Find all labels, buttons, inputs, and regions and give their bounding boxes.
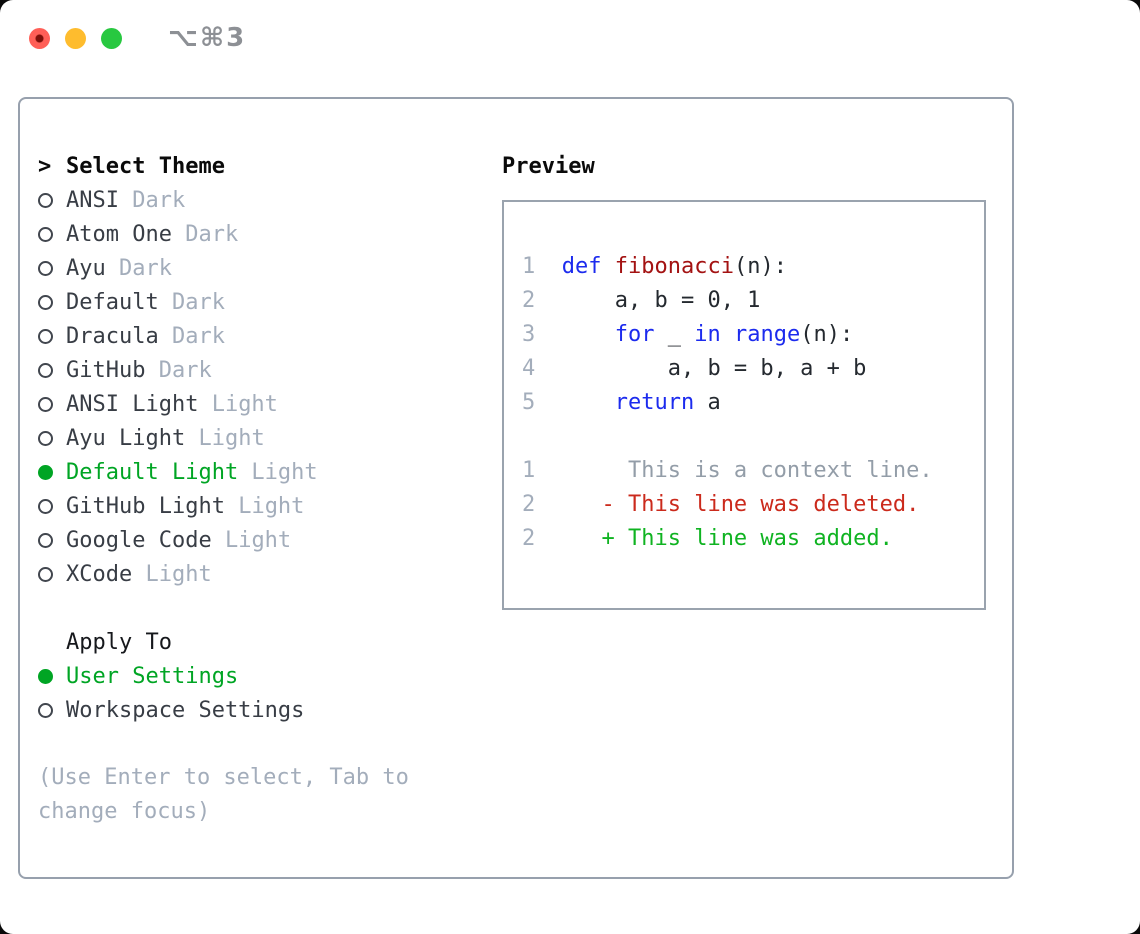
option-label: Workspace Settings (66, 697, 305, 723)
keyboard-hint: (Use Enter to select, Tab to change focu… (38, 765, 409, 824)
radio-icon (38, 566, 53, 582)
marker-cell (38, 566, 66, 582)
blank-line (522, 420, 984, 454)
option-label: Default (66, 289, 159, 315)
theme-option[interactable]: GitHub Light Light (38, 489, 502, 523)
theme-option[interactable]: ANSI Dark (38, 183, 502, 217)
radio-icon (38, 532, 53, 548)
marker-cell (38, 464, 66, 480)
radio-selected-icon (38, 464, 53, 480)
code-line: 3 for _ in range(n): (522, 322, 854, 347)
variant-label: Light (132, 561, 212, 587)
titlebar: ⌥⌘3 (0, 0, 1140, 76)
radio-icon (38, 192, 53, 208)
option-label: ANSI Light (66, 391, 199, 417)
radio-icon (38, 226, 53, 242)
variant-label: Light (224, 493, 305, 519)
code-line: 2 - This line was deleted. (522, 492, 920, 517)
variant-label: Dark (105, 255, 172, 281)
radio-icon (38, 260, 53, 276)
theme-option[interactable]: Google Code Light (38, 523, 502, 557)
minimize-button[interactable] (65, 28, 86, 49)
option-label: XCode (66, 561, 133, 587)
option-label: Google Code (66, 527, 212, 553)
marker-cell (38, 226, 66, 242)
theme-option[interactable]: Ayu Light Light (38, 421, 502, 455)
variant-label: Dark (145, 357, 212, 383)
variant-label: Light (238, 459, 318, 485)
variant-label: Dark (118, 187, 186, 213)
code-line: 4 a, b = b, a + b (522, 356, 867, 381)
option-label: User Settings (66, 663, 239, 689)
theme-option[interactable]: Dracula Dark (38, 319, 502, 353)
variant-label: Light (198, 391, 278, 417)
option-label: Dracula (66, 323, 159, 349)
option-label: Default Light (66, 459, 239, 485)
variant-label: Dark (158, 289, 225, 315)
variant-label: Light (211, 527, 292, 553)
radio-icon (38, 294, 53, 310)
radio-icon (38, 396, 53, 412)
theme-option[interactable]: Default Light Light (38, 455, 502, 489)
radio-icon (38, 328, 53, 344)
theme-option[interactable]: XCode Light (38, 557, 502, 591)
code-line: 1 This is a context line. (522, 458, 933, 483)
radio-icon (38, 362, 53, 378)
radio-icon (38, 702, 53, 718)
marker-cell (38, 702, 66, 718)
theme-option[interactable]: Default Dark (38, 285, 502, 319)
theme-option[interactable]: GitHub Dark (38, 353, 502, 387)
marker-cell (38, 260, 66, 276)
window-title: ⌥⌘3 (168, 23, 247, 53)
variant-label: Dark (171, 221, 239, 247)
radio-icon (38, 498, 53, 514)
traffic-lights (29, 28, 122, 49)
code-line: 1 def fibonacci(n): (522, 254, 787, 279)
marker-cell (38, 668, 66, 684)
code-line: 5 return a (522, 390, 721, 415)
code-line: 2 a, b = 0, 1 (522, 288, 761, 313)
radio-selected-icon (38, 668, 53, 684)
variant-label: Dark (158, 323, 225, 349)
apply-to-title: Apply To (66, 629, 172, 655)
spacer (38, 591, 502, 625)
marker-cell (38, 328, 66, 344)
theme-option[interactable]: ANSI Light Light (38, 387, 502, 421)
marker-cell (38, 532, 66, 548)
option-label: Ayu (66, 255, 106, 281)
marker-cell (38, 362, 66, 378)
theme-option[interactable]: Atom One Dark (38, 217, 502, 251)
marker-cell (38, 294, 66, 310)
marker-cell (38, 192, 66, 208)
option-label: GitHub Light (66, 493, 225, 519)
variant-label: Light (185, 425, 265, 451)
close-button[interactable] (29, 28, 50, 49)
select-theme-title: Select Theme (66, 153, 225, 179)
option-label: GitHub (66, 357, 146, 383)
preview-column: Preview 1 def fibonacci(n): 2 a, b = 0, 1… (502, 149, 1012, 877)
radio-icon (38, 430, 53, 446)
code-line: 2 + This line was added. (522, 526, 893, 551)
apply-option[interactable]: User Settings (38, 659, 502, 693)
cursor-cell: > (38, 154, 66, 179)
marker-cell (38, 396, 66, 412)
caret-icon: > (38, 153, 52, 179)
theme-option[interactable]: Ayu Dark (38, 251, 502, 285)
zoom-button[interactable] (101, 28, 122, 49)
option-label: Ayu Light (66, 425, 186, 451)
select-theme-header: > Select Theme (38, 149, 502, 183)
preview-title: Preview (502, 153, 595, 179)
apply-to-header: Apply To (38, 625, 502, 659)
marker-cell (38, 430, 66, 446)
preview-code: 1 def fibonacci(n): 2 a, b = 0, 1 3 for _ … (522, 250, 984, 556)
marker-cell (38, 498, 66, 514)
option-label: ANSI (66, 187, 119, 213)
preview-box: 1 def fibonacci(n): 2 a, b = 0, 1 3 for _ … (502, 200, 986, 610)
apply-option[interactable]: Workspace Settings (38, 693, 502, 727)
option-label: Atom One (66, 221, 172, 247)
